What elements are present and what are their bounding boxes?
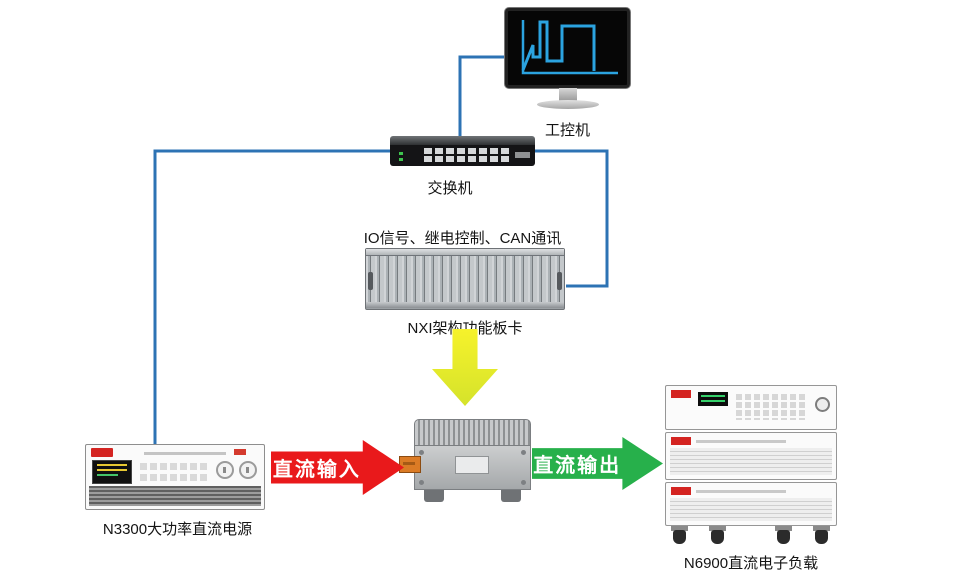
psu-button-row <box>140 463 210 470</box>
eload-brand-logo <box>671 487 691 495</box>
switch-led-indicators <box>399 149 403 161</box>
link-switch-psu <box>153 149 392 447</box>
ipc-screen <box>505 8 630 88</box>
eload-unit-middle <box>665 432 837 480</box>
industrial-pc <box>505 8 630 109</box>
bolt-icon <box>419 480 424 485</box>
switch-top-face <box>390 136 535 145</box>
psu-n3300 <box>85 444 265 510</box>
eload-title-strip <box>696 440 786 443</box>
psu-output-socket <box>216 461 234 479</box>
waveform-chart-icon <box>521 20 618 75</box>
eload-brand-logo <box>671 390 691 398</box>
dut-body <box>414 445 531 490</box>
switch-label: 交换机 <box>427 180 473 197</box>
eload-unit-bottom <box>665 482 837 526</box>
monitor-stand-neck <box>558 88 577 101</box>
eload-button-grid <box>736 392 806 420</box>
psu-vent-grille <box>89 486 261 506</box>
eload-unit-top <box>665 385 837 430</box>
dc-output-arrow: 直流输出 <box>532 437 663 490</box>
psu-power-switch <box>234 449 246 455</box>
eload-display <box>698 392 728 406</box>
rack-top-rail <box>366 249 564 256</box>
switch-brand-plate <box>515 152 530 158</box>
dc-output-label: 直流输出 <box>533 455 622 477</box>
psu-output-socket <box>239 461 257 479</box>
eload-vent-grille <box>670 498 832 521</box>
caster-mount <box>775 526 792 531</box>
nxi-caption: IO信号、继电控制、CAN通讯 <box>363 230 562 247</box>
caster-mount <box>709 526 726 531</box>
psu-button-row <box>140 474 210 481</box>
bolt-icon <box>521 450 526 455</box>
switch-front-face <box>390 145 535 166</box>
switch-port-block <box>424 148 512 164</box>
ipc-label: 工控机 <box>544 122 590 139</box>
eload-label: N6900直流电子负载 <box>683 555 819 572</box>
rack-handle-right <box>557 272 562 290</box>
caster-mount <box>671 526 688 531</box>
link-ipc-switch <box>458 55 505 141</box>
bolt-icon <box>419 450 424 455</box>
eload-brand-logo <box>671 437 691 445</box>
dut-feet <box>414 490 531 504</box>
dut-foot-right <box>501 490 521 502</box>
psu-label: N3300大功率直流电源 <box>102 521 253 538</box>
switch-port-row <box>424 148 512 154</box>
dc-input-arrow: 直流输入 <box>271 440 404 495</box>
rack-card-slots <box>366 256 564 302</box>
eload-n6900 <box>665 385 837 545</box>
eload-title-strip <box>696 490 786 493</box>
caster-mount <box>813 526 830 531</box>
bolt-icon <box>521 480 526 485</box>
monitor-stand-base <box>536 100 599 109</box>
switch-port-row <box>424 156 512 162</box>
caster-wheel <box>673 530 686 544</box>
psu-brand-logo <box>91 448 113 457</box>
psu-title-strip <box>144 452 226 455</box>
caster-wheel <box>815 530 828 544</box>
dut-foot-left <box>424 490 444 502</box>
caster-wheel <box>777 530 790 544</box>
dut-converter <box>399 419 531 506</box>
control-down-arrow <box>432 329 498 406</box>
network-switch <box>390 136 535 166</box>
eload-knob <box>815 397 830 412</box>
dut-heatsink-fins <box>414 419 531 445</box>
dut-dc-connector <box>399 456 421 473</box>
nxi-label: NXI架构功能板卡 <box>407 320 523 337</box>
dut-nameplate <box>455 456 489 474</box>
eload-vent-grille <box>670 448 832 475</box>
psu-display <box>92 460 132 484</box>
caster-wheel <box>711 530 724 544</box>
dc-input-label: 直流输入 <box>272 459 361 481</box>
rack-bottom-rail <box>366 302 564 308</box>
nxi-rack <box>365 248 565 310</box>
rack-handle-left <box>368 272 373 290</box>
